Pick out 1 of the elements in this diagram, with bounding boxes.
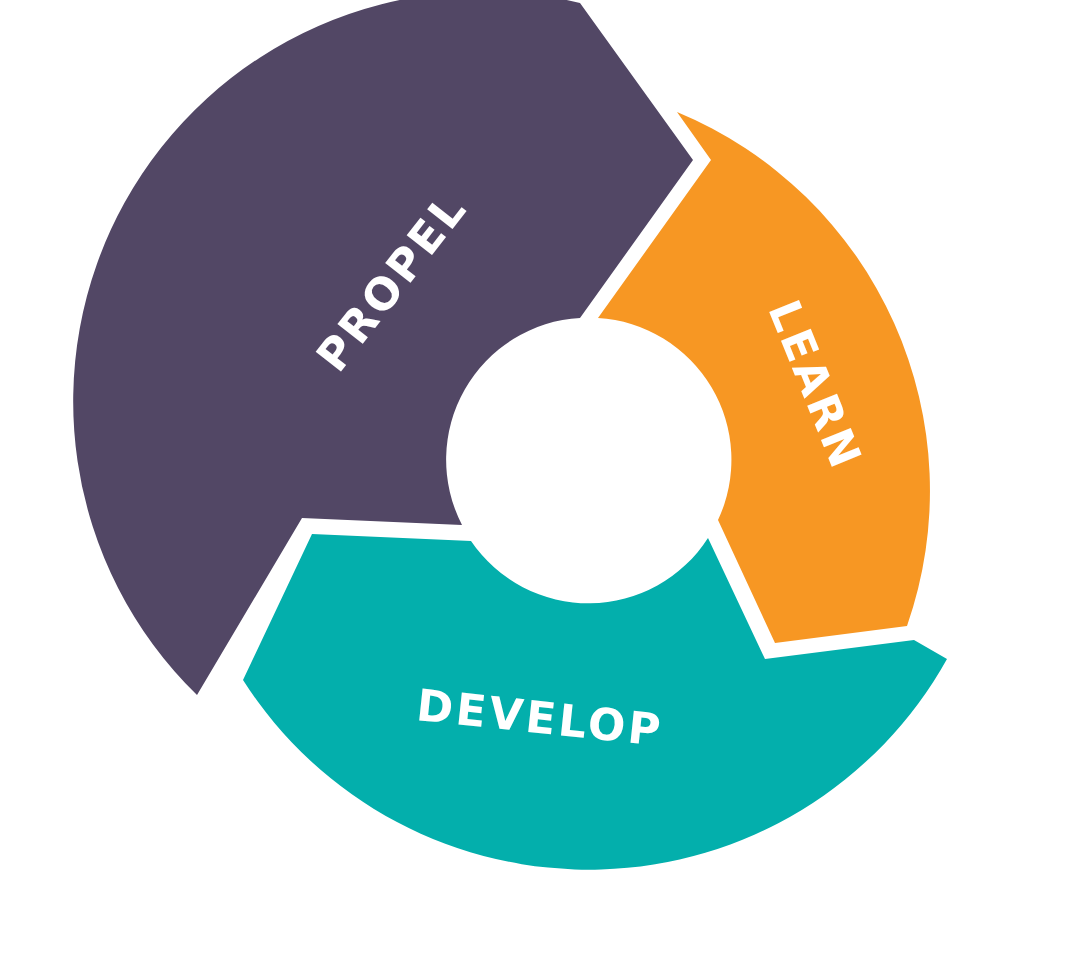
segment-label: DEVELOP — [414, 683, 666, 753]
